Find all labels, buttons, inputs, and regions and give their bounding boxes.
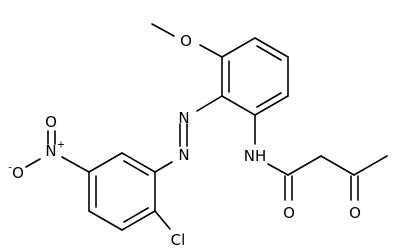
atom-keto-o: O: [349, 204, 361, 222]
bond-ring2-d: [88, 210, 123, 231]
bond-ring2-e: [121, 210, 156, 231]
bond-nitro-n-o-minus: [25, 158, 41, 168]
atom-nitro-o-top: O: [45, 113, 57, 131]
charge-nitro-o: -: [8, 163, 12, 174]
bond-ring1-azo-n1: [196, 95, 223, 112]
bond-ring1-d-inner: [256, 92, 282, 108]
bond-ring2-cl: [154, 210, 171, 230]
bond-ring2-a-inner: [123, 160, 149, 176]
bond-ring1-e: [221, 95, 256, 116]
atom-amide-nh: NH: [244, 147, 267, 165]
bond-ring-methoxy-o: [199, 44, 223, 58]
bond-ch2-keto-c: [320, 155, 355, 176]
bond-azo-n2-ring2: [154, 161, 173, 173]
atom-azo-n1: N: [178, 109, 189, 127]
atom-amide-o: O: [283, 204, 295, 222]
bond-ring1-b-inner: [256, 45, 282, 61]
bond-ring2-nitro-n: [61, 156, 90, 173]
atom-methoxy-o: O: [180, 32, 192, 50]
bond-ring1-a: [221, 37, 256, 58]
atom-azo-n2: N: [178, 146, 189, 164]
bond-ring1-d: [254, 95, 289, 116]
atom-nitro-o-minus: O: [12, 164, 24, 182]
bond-carbonyl-ch2: [287, 155, 322, 176]
bond-ring2-e-inner: [123, 207, 149, 223]
charge-nitro-n: +: [57, 140, 65, 151]
bonds: [25, 23, 388, 231]
bond-ring2-a: [121, 152, 156, 173]
atom-nitro-n: N: [45, 142, 56, 160]
atom-chloro: Cl: [171, 231, 186, 249]
bond-ring1-b: [254, 37, 289, 58]
bond-keto-c-ch3: [353, 155, 388, 176]
bond-methoxy-o-ch3: [151, 23, 175, 37]
atom-labels: O N N NH O O N + O O - Cl: [8, 32, 361, 249]
bond-ring2-b: [88, 152, 123, 173]
bond-nh-carbonyl: [267, 163, 289, 176]
